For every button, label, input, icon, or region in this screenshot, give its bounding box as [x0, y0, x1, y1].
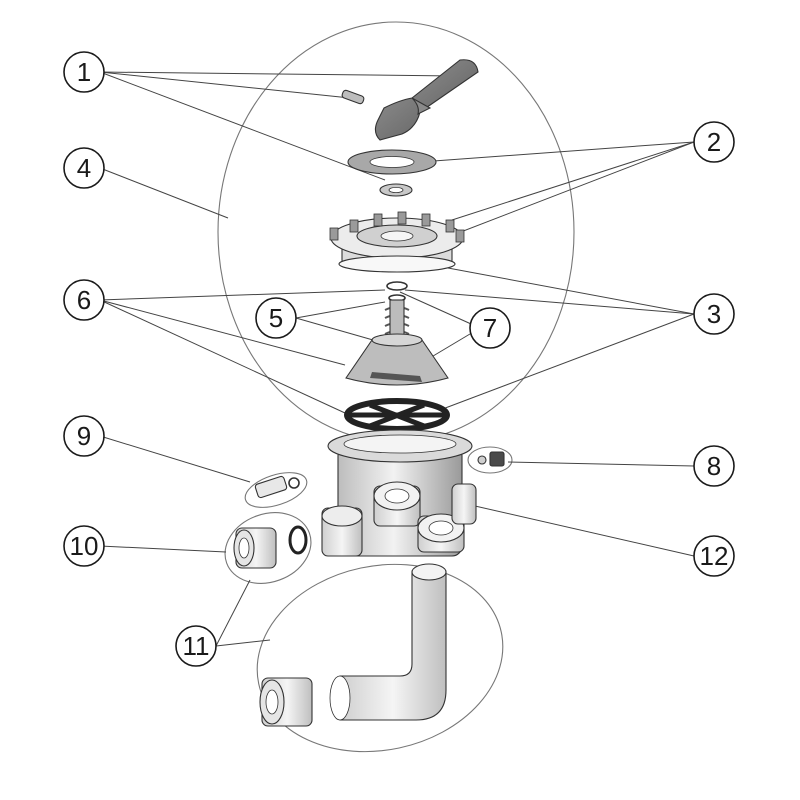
callout-12: 12 — [693, 535, 735, 577]
callout-11: 11 — [175, 625, 217, 667]
handle-part — [374, 59, 479, 141]
callout-9-label: 9 — [77, 421, 91, 451]
callout-4: 4 — [63, 147, 105, 189]
callout-9: 9 — [63, 415, 105, 457]
nozzle-part — [254, 475, 300, 499]
o-ring-small-part — [386, 281, 408, 302]
valve-cover-part — [329, 211, 465, 273]
callout-1-label: 1 — [77, 57, 91, 87]
callout-12-label: 12 — [700, 541, 729, 571]
callout-3: 3 — [693, 293, 735, 335]
callout-6: 6 — [63, 279, 105, 321]
cover-gasket-part — [347, 149, 437, 175]
part-11-ellipse — [256, 563, 504, 753]
drain-plug-part — [477, 451, 505, 467]
washer-small-part — [379, 183, 413, 197]
part-10-ellipse — [224, 512, 312, 584]
part-8-ellipse — [467, 446, 513, 474]
part-9-ellipse — [244, 472, 308, 508]
callout-8: 8 — [693, 445, 735, 487]
callout-6-label: 6 — [77, 285, 91, 315]
callout-10: 10 — [63, 525, 105, 567]
star-gasket-part — [344, 398, 450, 432]
callout-3-label: 3 — [707, 299, 721, 329]
callout-2: 2 — [693, 121, 735, 163]
pin-part — [341, 89, 365, 105]
rotor-part — [345, 333, 449, 386]
callout-10-label: 10 — [70, 531, 99, 561]
callout-5: 5 — [255, 297, 297, 339]
callout-11-label: 11 — [183, 631, 210, 661]
pipe-union-part — [259, 677, 313, 727]
callout-7-label: 7 — [483, 313, 497, 343]
callout-4-label: 4 — [77, 153, 91, 183]
callout-2-label: 2 — [707, 127, 721, 157]
elbow-pipe-part — [329, 563, 447, 721]
leader-lines — [99, 71, 695, 647]
spring-part — [384, 299, 410, 341]
callout-1: 1 — [63, 51, 105, 93]
union-part — [233, 525, 308, 569]
valve-body-part — [321, 429, 477, 557]
callout-7: 7 — [469, 307, 511, 349]
callout-8-label: 8 — [707, 451, 721, 481]
callout-5-label: 5 — [269, 303, 283, 333]
